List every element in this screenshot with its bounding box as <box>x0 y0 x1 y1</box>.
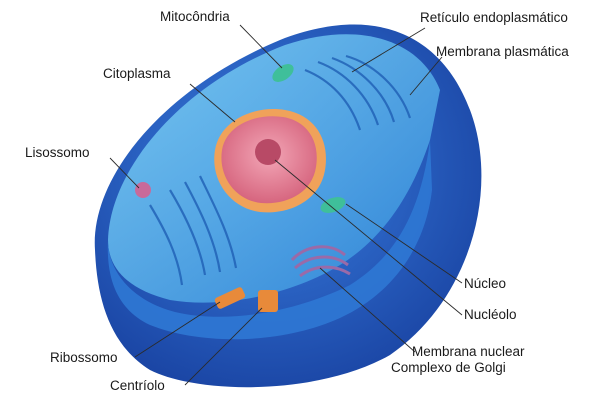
label-nucleolo: Nucléolo <box>464 307 517 322</box>
golgi-complex <box>290 245 351 278</box>
nucleolus <box>255 139 281 165</box>
label-citoplasma: Citoplasma <box>103 66 171 81</box>
label-membrana-nuclear: Membrana nuclear <box>412 344 525 359</box>
cytoplasm-lower <box>107 140 433 340</box>
label-lisossomo: Lisossomo <box>25 145 90 160</box>
centrioles <box>214 287 278 312</box>
label-membrana-plasmatica: Membrana plasmática <box>436 44 569 59</box>
mitochondria <box>272 64 294 82</box>
label-reticulo: Retículo endoplasmático <box>420 10 568 25</box>
reticulum <box>149 54 412 286</box>
leader-lines <box>109 24 463 386</box>
label-mitocondria: Mitocôndria <box>160 9 230 24</box>
label-ribossomo: Ribossomo <box>50 350 118 365</box>
mitochondria-2 <box>320 197 346 213</box>
label-complexo-golgi: Complexo de Golgi <box>391 360 506 375</box>
lysosome <box>135 182 151 198</box>
label-centriolo: Centríolo <box>110 378 165 393</box>
label-nucleo: Núcleo <box>464 276 507 291</box>
nucleus <box>214 109 326 213</box>
